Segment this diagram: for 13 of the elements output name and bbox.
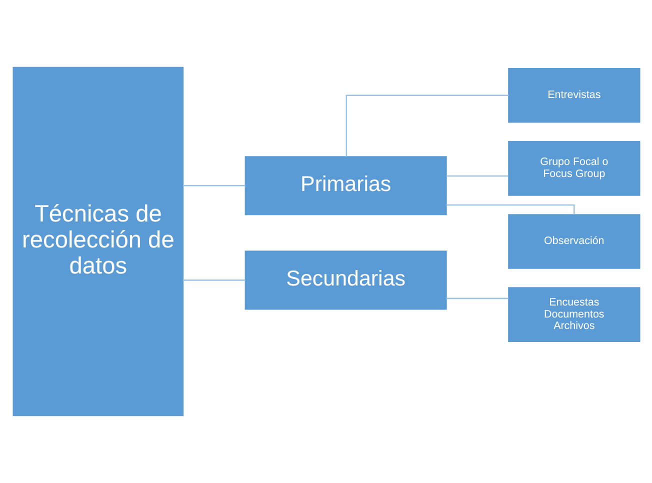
node-box: Observación: [508, 214, 640, 269]
connector: [182, 280, 245, 281]
node-box: Grupo Focal o Focus Group: [508, 141, 640, 196]
connector: [182, 184, 245, 186]
node-box: Secundarias: [244, 250, 446, 310]
node-box: Encuestas Documentos Archivos: [508, 287, 640, 342]
node-box: Técnicas de recolección de datos: [12, 66, 184, 416]
node-box: Primarias: [244, 156, 446, 216]
connector: [345, 94, 508, 157]
connector: [446, 204, 574, 215]
connector: [446, 175, 508, 177]
connector: [446, 298, 508, 300]
node-box: Entrevistas: [508, 68, 640, 123]
